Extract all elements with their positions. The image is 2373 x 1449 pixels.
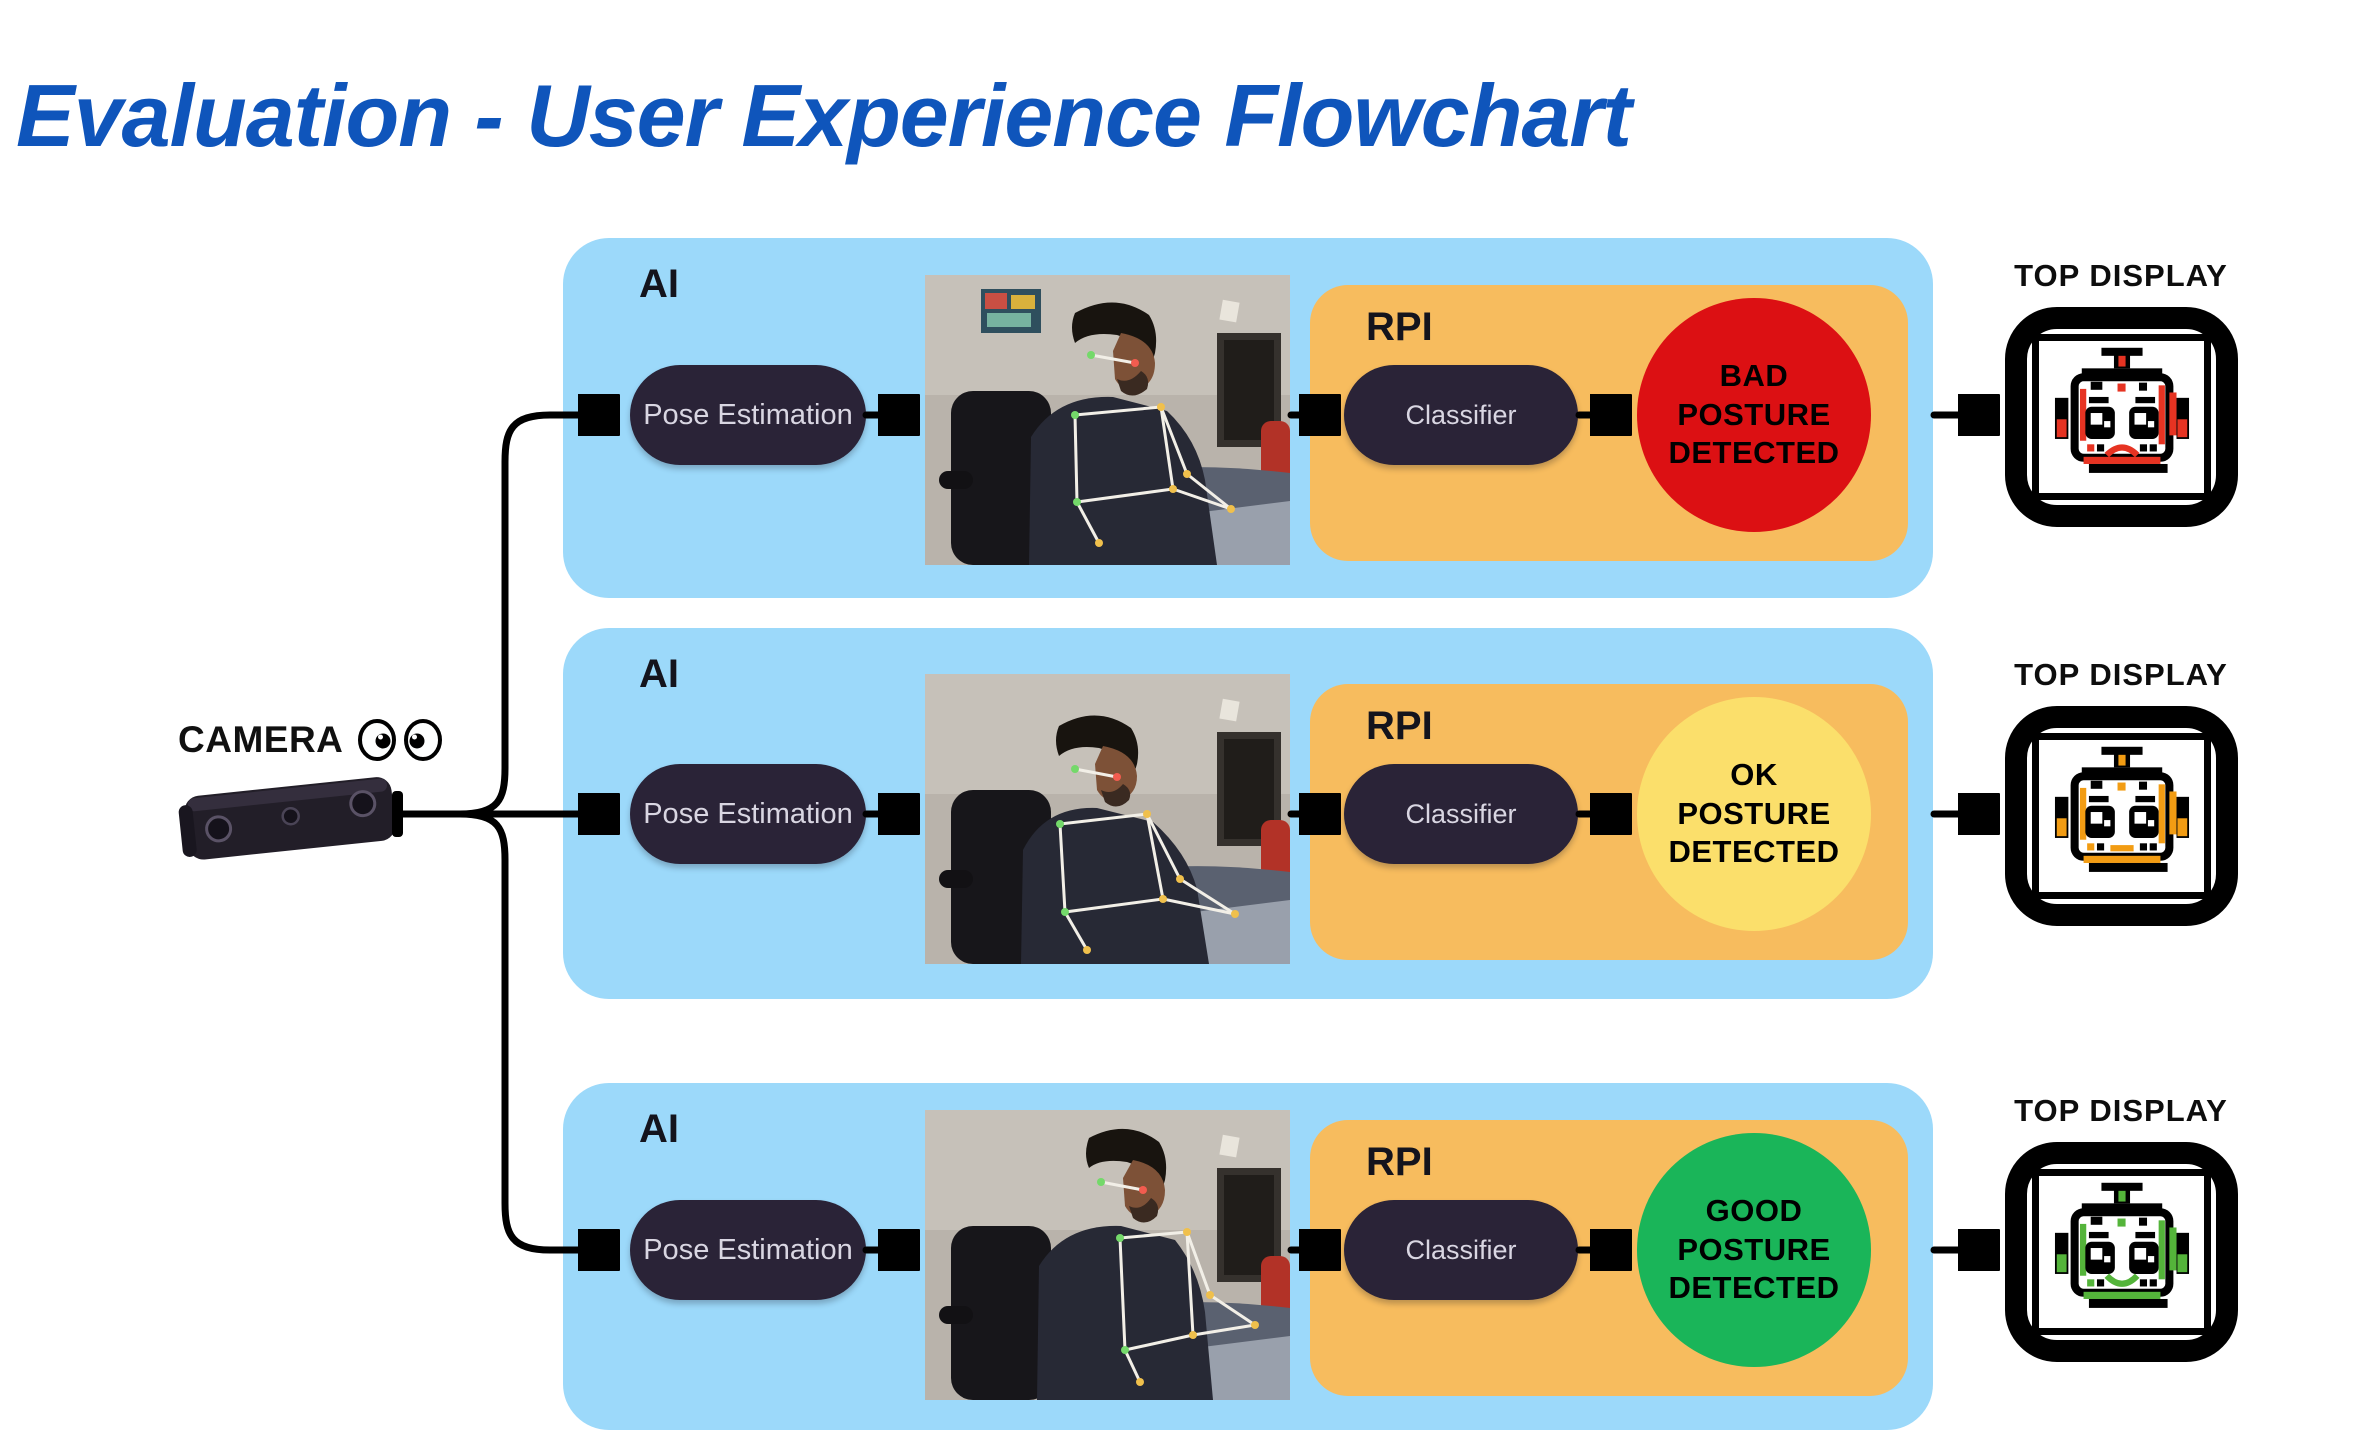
rpi-label: RPI xyxy=(1366,305,1433,349)
rpi-label: RPI xyxy=(1366,1140,1433,1184)
rpi-label: RPI xyxy=(1366,704,1433,748)
classifier-label: Classifier xyxy=(1405,399,1517,430)
pose-keypoints xyxy=(1097,1178,1259,1386)
webcam-photo-good-posture xyxy=(925,1110,1290,1400)
ai-label: AI xyxy=(639,652,679,696)
pose-estimation-label: Pose Estimation xyxy=(643,1233,853,1266)
pose-keypoints xyxy=(1071,351,1235,547)
eyes-icon xyxy=(358,719,443,761)
classifier-node: Classifier xyxy=(1344,1200,1578,1300)
pose-skeleton-overlay xyxy=(1073,353,1232,544)
result-good-posture: GOOD POSTURE DETECTED xyxy=(1637,1133,1871,1367)
pose-estimation-node: Pose Estimation xyxy=(630,365,866,465)
wall-poster xyxy=(981,289,1041,333)
pipeline-row-ok: AI RPI Pose Estimation xyxy=(0,628,2373,999)
result-line: DETECTED xyxy=(1668,1270,1840,1306)
pipeline-row-good: AI RPI Pose Estimation xyxy=(0,1083,2373,1430)
result-line: POSTURE xyxy=(1677,1231,1831,1267)
result-line: GOOD xyxy=(1705,1193,1803,1229)
webcam-photo-bad-posture xyxy=(925,275,1290,565)
classifier-label: Classifier xyxy=(1405,798,1517,829)
webcam-photo-ok-posture xyxy=(925,674,1290,964)
result-line: POSTURE xyxy=(1677,396,1831,432)
top-display-label: TOP DISPLAY xyxy=(2014,1093,2228,1128)
page-title: Evaluation - User Experience Flowchart xyxy=(16,65,1632,165)
ai-label: AI xyxy=(639,1107,679,1151)
classifier-node: Classifier xyxy=(1344,365,1578,465)
robot-sad-face-icon xyxy=(2054,347,2189,473)
stereo-camera-icon xyxy=(178,777,396,860)
camera-label-text: CAMERA xyxy=(178,719,344,760)
robot-display-bad xyxy=(2005,307,2238,527)
result-line: OK xyxy=(1730,757,1778,793)
photo-scene xyxy=(925,674,1290,964)
person-torso xyxy=(1021,807,1209,964)
flat-mouth xyxy=(2109,844,2134,851)
camera-label: CAMERA xyxy=(178,718,449,762)
result-line: DETECTED xyxy=(1668,834,1840,870)
photo-scene xyxy=(925,1110,1290,1400)
display-screen xyxy=(2032,1169,2211,1335)
display-screen xyxy=(2032,733,2211,899)
result-line: BAD xyxy=(1719,358,1789,394)
ai-label: AI xyxy=(639,262,679,306)
camera-group: CAMERA xyxy=(178,718,449,879)
pose-estimation-label: Pose Estimation xyxy=(643,797,853,830)
classifier-node: Classifier xyxy=(1344,764,1578,864)
frown-mouth xyxy=(2104,443,2139,457)
pose-keypoints xyxy=(1056,765,1239,954)
photo-scene xyxy=(925,275,1290,565)
result-bad-posture: BAD POSTURE DETECTED xyxy=(1637,298,1871,532)
display-screen xyxy=(2032,334,2211,500)
pose-estimation-node: Pose Estimation xyxy=(630,764,866,864)
pose-estimation-node: Pose Estimation xyxy=(630,1200,866,1300)
top-display-label: TOP DISPLAY xyxy=(2014,258,2228,293)
top-display-label: TOP DISPLAY xyxy=(2014,657,2228,692)
smile-mouth xyxy=(2104,1272,2139,1287)
result-ok-posture: OK POSTURE DETECTED xyxy=(1637,697,1871,931)
robot-display-good xyxy=(2005,1142,2238,1362)
classifier-label: Classifier xyxy=(1405,1234,1517,1265)
robot-happy-face-icon xyxy=(2054,1182,2189,1308)
pipeline-row-bad: AI RPI Pose Estimation xyxy=(0,238,2373,598)
pose-estimation-label: Pose Estimation xyxy=(643,398,853,431)
robot-display-ok xyxy=(2005,706,2238,926)
result-line: DETECTED xyxy=(1668,435,1840,471)
person-torso xyxy=(1037,1225,1213,1400)
result-line: POSTURE xyxy=(1677,795,1831,831)
robot-neutral-face-icon xyxy=(2054,746,2189,872)
